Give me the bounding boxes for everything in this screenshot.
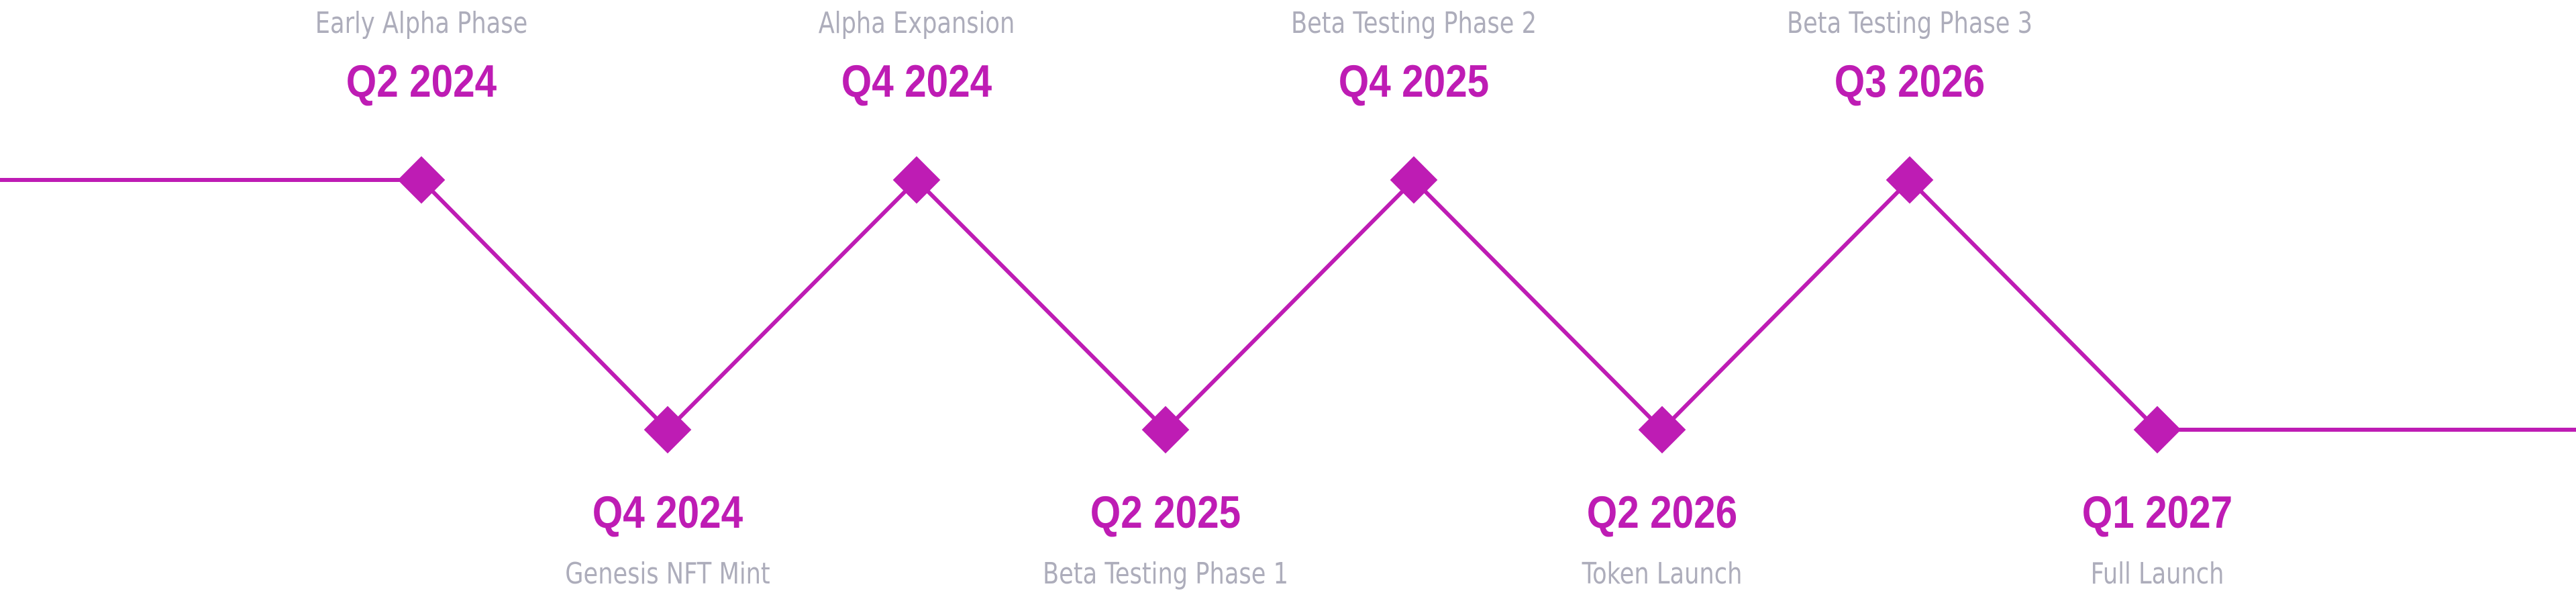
milestone-date: Q2 2024 [346,56,497,107]
milestone-date: Q4 2024 [841,56,992,107]
milestone-phase: Beta Testing Phase 1 [1043,557,1288,591]
milestone-6: Q2 2026 Token Launch [1474,482,1850,598]
milestone-4: Q2 2025 Beta Testing Phase 1 [978,482,1353,598]
milestone-date: Q4 2025 [1338,56,1490,107]
timeline-zigzag-line [419,177,2159,433]
milestone-3: Alpha Expansion Q4 2024 [729,0,1104,111]
milestone-5: Beta Testing Phase 2 Q4 2025 [1226,0,1602,111]
milestone-phase: Beta Testing Phase 2 [1291,6,1537,40]
milestone-phase: Beta Testing Phase 3 [1787,6,2032,40]
milestone-date: Q3 2026 [1834,56,1986,107]
milestone-marker-2 [643,406,692,454]
milestone-marker-3 [892,156,941,204]
milestone-phase: Early Alpha Phase [315,6,528,40]
milestone-7: Beta Testing Phase 3 Q3 2026 [1722,0,2098,111]
milestone-date: Q2 2026 [1586,487,1738,538]
milestone-date: Q2 2025 [1090,487,1241,538]
milestone-phase: Token Launch [1582,557,1743,591]
milestone-phase: Full Launch [2090,557,2224,591]
milestone-marker-1 [397,156,446,204]
milestone-8: Q1 2027 Full Launch [1969,482,2345,598]
milestone-phase: Genesis NFT Mint [565,557,770,591]
milestone-1: Early Alpha Phase Q2 2024 [234,0,609,111]
milestone-marker-4 [1141,406,1190,454]
milestone-2: Q4 2024 Genesis NFT Mint [480,482,856,598]
milestone-phase: Alpha Expansion [818,6,1015,40]
milestone-date: Q1 2027 [2081,487,2233,538]
milestone-date: Q4 2024 [592,487,743,538]
